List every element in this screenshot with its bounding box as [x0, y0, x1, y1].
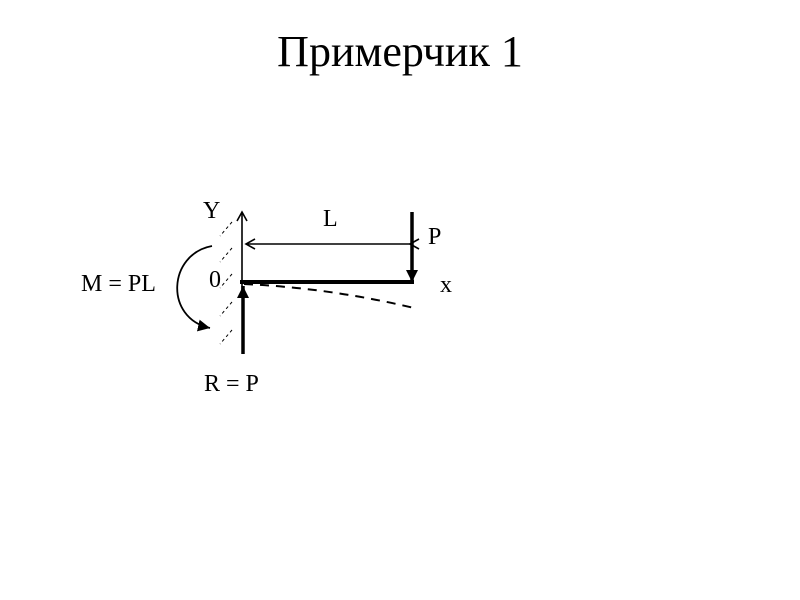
force-p-label: P [428, 224, 441, 250]
origin-label: 0 [209, 267, 221, 293]
slide-title: Примерчик 1 [277, 27, 523, 76]
x-axis-label: x [440, 272, 452, 298]
deflection-curve [243, 283, 415, 309]
y-axis-label: Y [203, 198, 220, 224]
reaction-label: R = P [204, 371, 259, 397]
wall-hatching [219, 221, 233, 345]
length-label: L [323, 206, 338, 232]
moment-label: M = PL [81, 271, 156, 297]
moment-m-arrow [176, 245, 213, 332]
